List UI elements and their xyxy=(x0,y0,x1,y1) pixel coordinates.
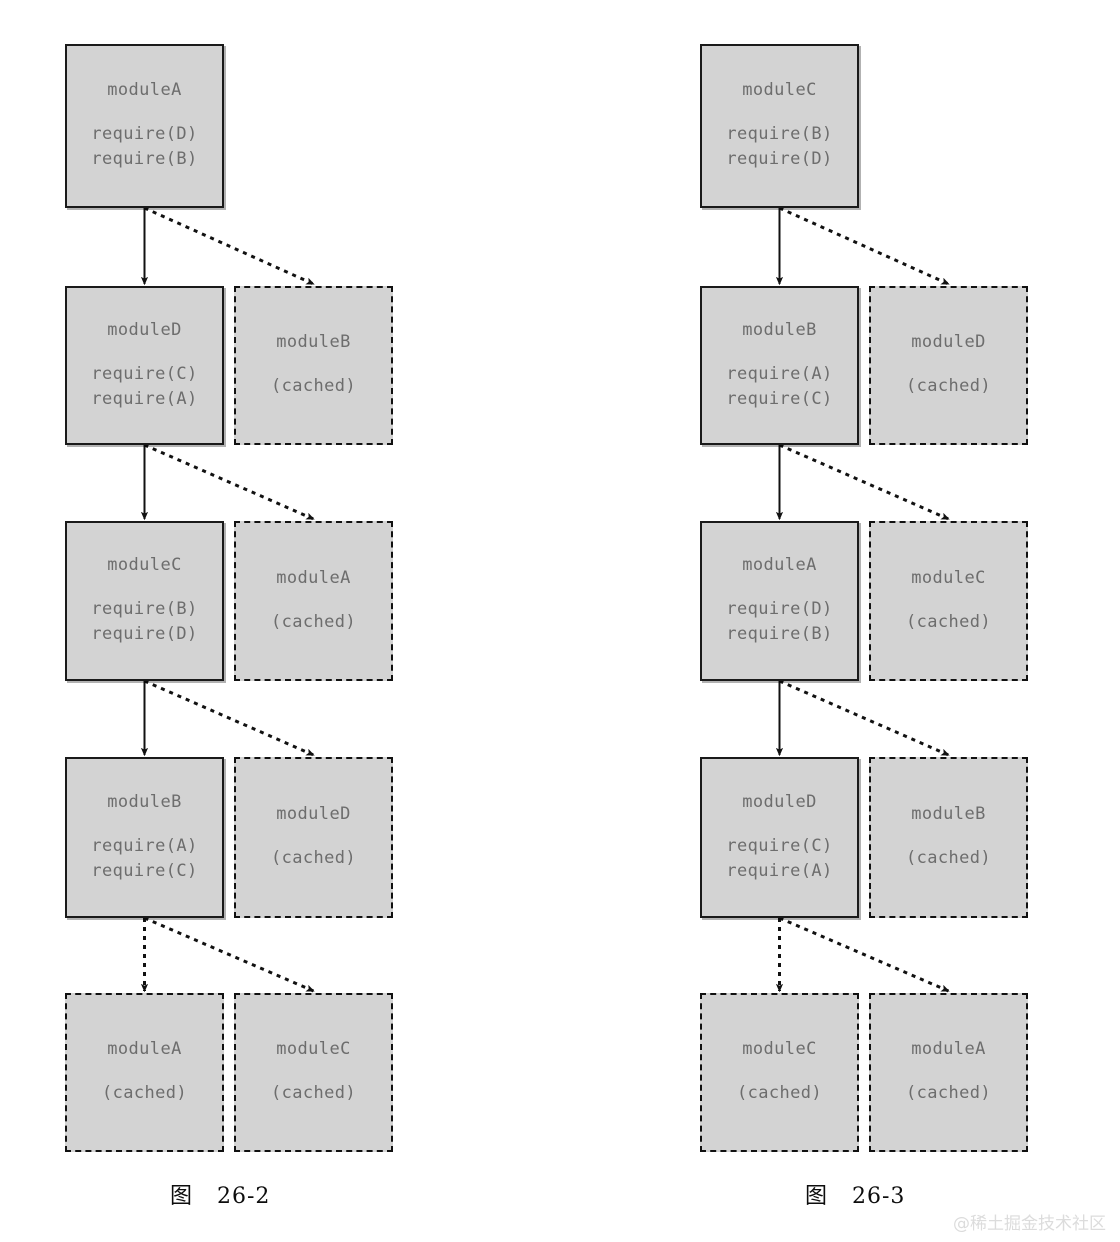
module-require-line: require(B) xyxy=(726,624,833,644)
module-require-line: require(A) xyxy=(726,363,833,384)
module-require-line: require(D) xyxy=(726,599,833,619)
edge-dashed xyxy=(778,443,950,521)
module-node: moduleA (cached) xyxy=(869,993,1028,1152)
module-node-title: moduleB xyxy=(107,791,182,812)
edge-dashed xyxy=(143,916,315,993)
module-require-line: require(A) xyxy=(726,860,833,881)
module-node-requires: require(A) require(C) xyxy=(726,362,832,412)
module-node-requires: require(C) require(A) xyxy=(91,362,197,412)
module-require-line: (cached) xyxy=(736,1083,823,1103)
module-node: moduleD (cached) xyxy=(869,286,1028,445)
module-node: moduleB (cached) xyxy=(869,757,1028,918)
module-require-line: require(C) xyxy=(726,835,833,856)
module-require-line: require(D) xyxy=(91,624,198,644)
module-node: moduleA (cached) xyxy=(65,993,224,1152)
module-node: moduleB (cached) xyxy=(234,286,393,445)
module-require-line: (cached) xyxy=(270,1083,357,1103)
module-node-title: moduleB xyxy=(742,319,817,340)
module-node-cached-label: (cached) xyxy=(271,846,356,871)
module-node: moduleD require(C) require(A) xyxy=(65,286,224,445)
edge-dashed xyxy=(143,206,315,286)
module-node-requires: require(C) require(A) xyxy=(726,834,832,884)
figure-26-2: moduleA require(D) require(B) moduleD requir… xyxy=(65,44,393,1209)
module-node: moduleC (cached) xyxy=(700,993,859,1152)
module-require-line: require(B) xyxy=(726,124,833,144)
module-node-title: moduleC xyxy=(276,1039,351,1059)
module-node-cached-label: (cached) xyxy=(906,846,991,871)
module-node-title: moduleC xyxy=(911,567,986,588)
module-require-line: (cached) xyxy=(101,1083,188,1103)
module-require-line: (cached) xyxy=(270,848,357,868)
module-node-requires: require(A) require(C) xyxy=(91,834,197,884)
module-node-title: moduleD xyxy=(911,332,986,352)
module-node-requires: require(B) require(D) xyxy=(726,122,832,172)
module-node-cached-label: (cached) xyxy=(906,610,991,635)
module-node-cached-label: (cached) xyxy=(906,374,991,399)
module-require-line: (cached) xyxy=(270,376,357,396)
module-node-title: moduleC xyxy=(742,80,817,100)
module-node-cached-label: (cached) xyxy=(737,1081,822,1106)
watermark: @稀土掘金技术社区 xyxy=(953,1214,1106,1234)
module-node-title: moduleA xyxy=(911,1039,986,1059)
module-node: moduleC require(B) require(D) xyxy=(700,44,859,208)
module-node-title: moduleA xyxy=(276,567,351,588)
module-require-line: (cached) xyxy=(905,1083,992,1103)
module-node: moduleA (cached) xyxy=(234,521,393,681)
edge-dashed xyxy=(143,443,315,521)
module-node: moduleC (cached) xyxy=(869,521,1028,681)
module-require-line: require(D) xyxy=(91,124,198,144)
module-node-title: moduleD xyxy=(742,791,817,812)
module-node: moduleB require(A) require(C) xyxy=(65,757,224,918)
module-node-cached-label: (cached) xyxy=(102,1081,187,1106)
module-require-line: require(C) xyxy=(726,388,833,409)
module-node: moduleB require(A) require(C) xyxy=(700,286,859,445)
edge-dashed xyxy=(778,916,950,993)
module-node-cached-label: (cached) xyxy=(271,610,356,635)
figure-26-3: moduleC require(B) require(D) moduleB requir… xyxy=(635,0,1120,1242)
module-node: moduleD (cached) xyxy=(234,757,393,918)
module-node-title: moduleD xyxy=(276,804,351,824)
module-require-line: require(B) xyxy=(91,599,198,619)
edge-dashed xyxy=(778,679,950,757)
module-node-requires: require(B) require(D) xyxy=(91,597,197,647)
module-node-requires: require(D) require(B) xyxy=(726,597,832,647)
module-node: moduleD require(C) require(A) xyxy=(700,757,859,918)
module-require-line: (cached) xyxy=(905,611,992,632)
module-node-title: moduleA xyxy=(107,80,182,100)
module-require-line: require(C) xyxy=(91,860,198,881)
module-node-cached-label: (cached) xyxy=(271,1081,356,1106)
edge-dashed xyxy=(778,206,950,286)
module-node: moduleA require(D) require(B) xyxy=(65,44,224,208)
module-require-line: require(B) xyxy=(91,149,198,169)
module-node-requires: require(D) require(B) xyxy=(91,122,197,172)
module-node-title: moduleB xyxy=(911,804,986,824)
module-node-title: moduleA xyxy=(742,555,817,575)
module-require-line: (cached) xyxy=(270,611,357,632)
module-node-cached-label: (cached) xyxy=(906,1081,991,1106)
module-require-line: require(D) xyxy=(726,149,833,169)
module-require-line: (cached) xyxy=(905,376,992,396)
module-require-line: require(A) xyxy=(91,835,198,856)
module-node: moduleA require(D) require(B) xyxy=(700,521,859,681)
module-require-line: (cached) xyxy=(905,848,992,868)
module-require-line: require(C) xyxy=(91,363,198,384)
figure-caption: 图 26-3 xyxy=(805,1184,906,1209)
module-node-title: moduleB xyxy=(276,332,351,352)
figure-caption: 图 26-2 xyxy=(170,1184,271,1209)
module-node-cached-label: (cached) xyxy=(271,374,356,399)
module-require-line: require(A) xyxy=(91,388,198,409)
edge-dashed xyxy=(143,679,315,757)
module-node: moduleC require(B) require(D) xyxy=(65,521,224,681)
module-node-title: moduleC xyxy=(107,555,182,575)
module-node: moduleC (cached) xyxy=(234,993,393,1152)
module-node-title: moduleD xyxy=(107,319,182,340)
module-node-title: moduleA xyxy=(107,1039,182,1059)
module-node-title: moduleC xyxy=(742,1039,817,1059)
